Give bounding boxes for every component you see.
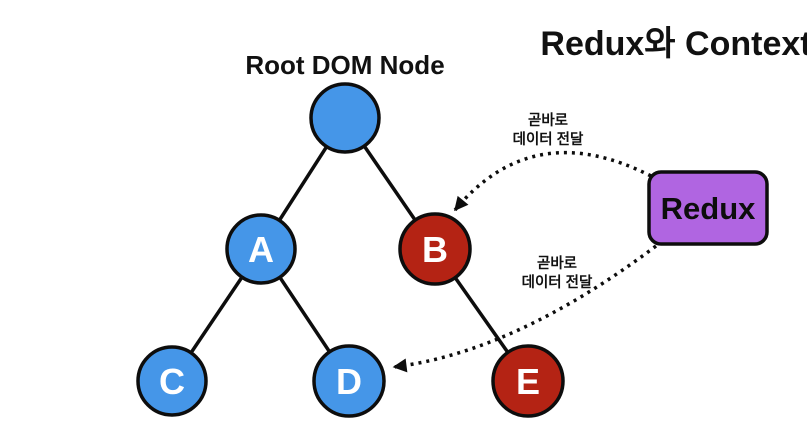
- node-a-circle: [225, 213, 297, 285]
- slide-title: Redux와 Context: [540, 25, 807, 63]
- node-c-circle: [136, 345, 208, 417]
- redux-to-b-arrow: [453, 150, 652, 212]
- redux-to-d-arrow-label-line1: 곧바로: [537, 255, 577, 272]
- node-d-label: D: [336, 361, 362, 402]
- node-a-label: A: [248, 229, 274, 270]
- node-b-circle: [398, 212, 472, 286]
- node-e-circle: [491, 344, 565, 418]
- node-d-circle: [312, 344, 386, 418]
- node-e-label: E: [516, 361, 540, 402]
- root-dom-node-label: Root DOM Node: [245, 50, 444, 80]
- redux-box: [647, 170, 769, 246]
- node-b-label: B: [422, 229, 448, 270]
- node-root-circle: [309, 82, 381, 154]
- redux-to-b-arrow-label-line2: 데이터 전달: [513, 130, 584, 148]
- redux-to-b-arrow-label-line1: 곧바로: [528, 112, 568, 129]
- node-c-label: C: [159, 361, 185, 402]
- redux-box-label: Redux: [661, 191, 757, 226]
- redux-to-d-arrow-label-line2: 데이터 전달: [522, 273, 593, 291]
